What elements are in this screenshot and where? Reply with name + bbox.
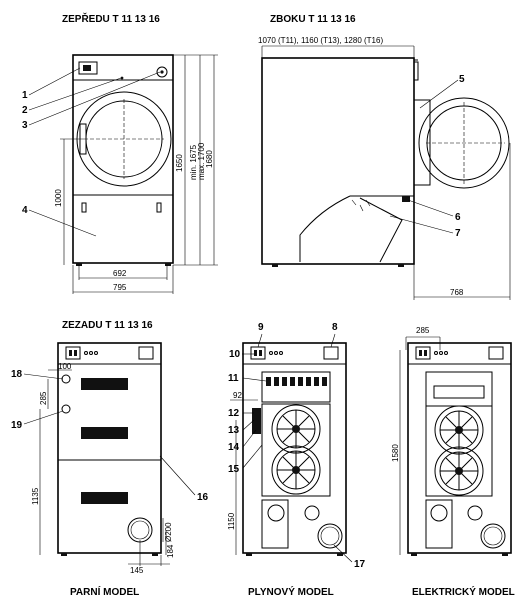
gas-drum-frame (261, 403, 331, 497)
callout-2: 2 (22, 105, 28, 116)
callout-3: 3 (22, 120, 28, 131)
dim-front-1000: 1000 (54, 189, 63, 207)
caption-gas: PLYNOVÝ MODEL (248, 585, 334, 598)
title-back: ZEZADU T 11 13 16 (62, 320, 153, 331)
gas-exhaust (317, 523, 343, 549)
callout-8: 8 (332, 322, 338, 333)
caption-steam: PARNÍ MODEL (70, 585, 139, 598)
dim-gas-1150: 1150 (227, 512, 236, 530)
dim-el-285: 285 (416, 326, 430, 335)
callout-9: 9 (258, 322, 264, 333)
dim-el-1580: 1580 (391, 444, 400, 462)
side-door-hinge (413, 99, 431, 186)
electric-exhaust (480, 523, 506, 549)
dim-back-100: 100 (58, 362, 72, 371)
back-view-gas: 92 1150 10 9 8 11 12 13 14 15 17 (227, 322, 366, 570)
gas-burner-block (261, 371, 331, 403)
dim-front-795: 795 (113, 283, 127, 292)
steam-cabinet (57, 342, 162, 554)
caption-electric: ELEKTRICKÝ MODEL (412, 585, 515, 598)
callout-7: 7 (455, 228, 461, 239)
dim-front-max: max. 1700 (197, 142, 206, 180)
callout-13: 13 (228, 425, 240, 436)
callout-12: 12 (228, 408, 240, 419)
callout-5: 5 (459, 74, 465, 85)
callout-17: 17 (354, 559, 366, 570)
dim-side-768: 768 (450, 288, 464, 297)
dim-gas-92: 92 (233, 391, 242, 400)
dim-back-184: 184 (166, 544, 175, 558)
gas-wheel-bottom (271, 445, 321, 495)
back-view-electric: 285 1580 (391, 326, 512, 556)
title-side: ZBOKU T 11 13 16 (270, 14, 356, 25)
front-view: 1000 1650 min. 1675 max. 1700 1680 692 7… (22, 54, 218, 294)
callout-10: 10 (229, 349, 241, 360)
front-knob (156, 66, 168, 78)
callout-11: 11 (228, 373, 239, 384)
side-cabinet (261, 57, 415, 265)
front-cabinet (72, 54, 174, 264)
gas-valve (252, 408, 261, 434)
callout-6: 6 (455, 212, 461, 223)
electric-wheel-bottom (434, 446, 484, 496)
electric-cabinet (407, 342, 512, 554)
dim-front-1650: 1650 (175, 154, 184, 172)
callout-19: 19 (11, 420, 23, 431)
back-view-steam: 100 285 1135 Ø200 184 145 18 19 16 (11, 342, 209, 575)
gas-cabinet (242, 342, 347, 554)
dim-front-min: min. 1675 (189, 144, 198, 180)
front-display (78, 61, 98, 75)
steam-vent-3 (81, 492, 128, 504)
dim-back-1135: 1135 (31, 487, 40, 505)
steam-vent-2 (81, 427, 128, 439)
steam-vent-1 (81, 378, 128, 390)
side-door-outer (418, 97, 510, 189)
callout-15: 15 (228, 464, 240, 475)
dim-back-145: 145 (130, 566, 144, 575)
side-cutaway (299, 195, 414, 263)
callout-14: 14 (228, 442, 240, 453)
dim-back-o200: Ø200 (164, 522, 173, 542)
steam-outlet (61, 404, 71, 414)
steam-inlet (61, 374, 71, 384)
callout-4: 4 (22, 205, 28, 216)
dim-front-1680: 1680 (205, 150, 214, 168)
dim-front-692: 692 (113, 269, 127, 278)
dim-back-285: 285 (39, 391, 48, 405)
dim-side-top: 1070 (T11), 1160 (T13), 1280 (T16) (258, 36, 383, 45)
callout-1: 1 (22, 90, 28, 101)
callout-18: 18 (11, 369, 23, 380)
callout-16: 16 (197, 492, 209, 503)
electric-heater (425, 371, 493, 407)
title-front: ZEPŘEDU T 11 13 16 (62, 12, 160, 25)
side-view: 1070 (T11), 1160 (T13), 1280 (T16) 768 5… (258, 36, 511, 300)
steam-exhaust (127, 517, 153, 543)
